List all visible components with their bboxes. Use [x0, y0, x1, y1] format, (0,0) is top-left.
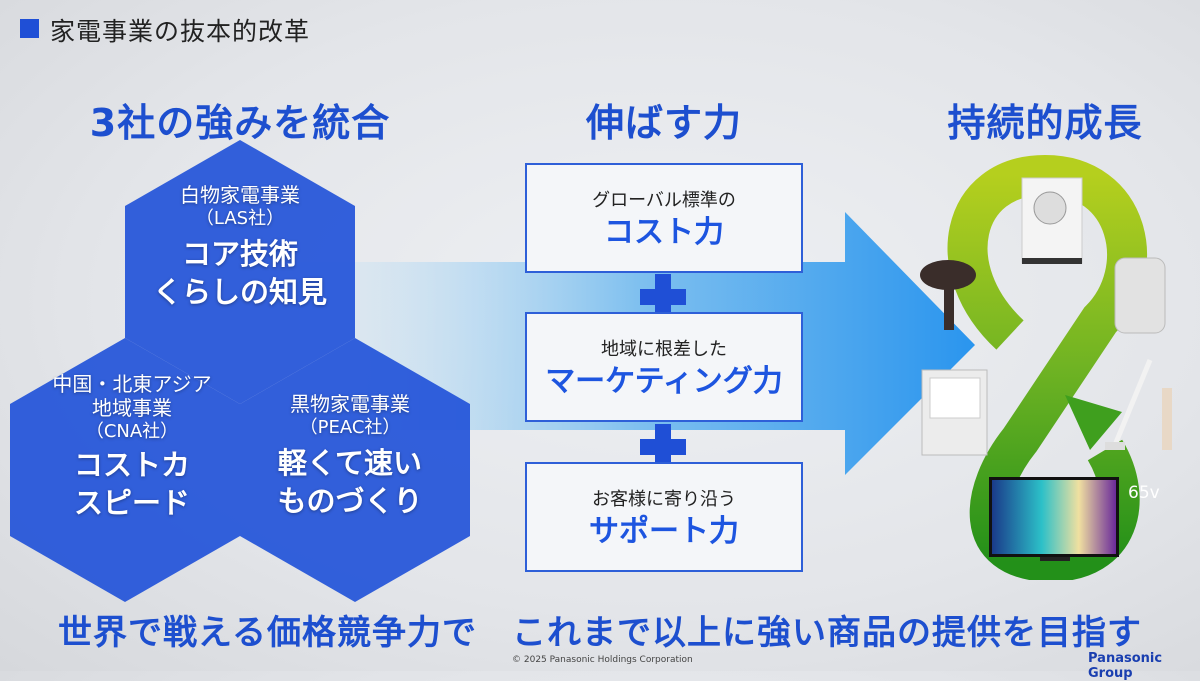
bottom-message: 世界で戦える価格競争力で これまで以上に強い商品の提供を目指す — [58, 613, 1142, 653]
capability-sub: 地域に根差した — [601, 339, 727, 360]
hexagon-las — [125, 140, 355, 404]
strength: コストカ — [73, 448, 191, 482]
washer-icon — [1021, 177, 1083, 264]
loop-arrowhead-icon — [1065, 395, 1122, 450]
fan-icon — [1162, 388, 1172, 450]
tv-icon — [989, 477, 1119, 561]
growth-loop-graphic — [920, 154, 1172, 580]
section-title-strengthen: 伸ばす力 — [585, 101, 743, 145]
capability-sub: お客様に寄り沿う — [592, 489, 736, 510]
strength: くらしの知見 — [152, 275, 328, 309]
division-name: 地域事業 — [91, 396, 172, 420]
capability-box-marketing: 地域に根差した マーケティング力 — [525, 312, 803, 422]
hexagon-peac-text: 黒物家電事業 （PEAC社） 軽くて速い ものづくり — [277, 392, 422, 520]
division-name: 中国・北東アジア — [52, 372, 212, 396]
rice-cooker-icon — [1114, 257, 1166, 334]
hexagon-cna — [10, 338, 240, 602]
plus-icon — [640, 424, 686, 470]
strength: ものづくり — [277, 484, 423, 518]
strength: スピード — [73, 486, 191, 520]
capability-box-cost: グローバル標準の コスト力 — [525, 163, 803, 273]
division-name: 白物家電事業 — [179, 183, 300, 207]
capability-sub: グローバル標準の — [592, 190, 736, 211]
capability-main: マーケティング力 — [545, 364, 783, 399]
section-title-growth: 持続的成長 — [947, 101, 1143, 145]
company-name: （LAS社） — [195, 208, 285, 229]
hexagon-las-text: 白物家電事業 （LAS社） コア技術 くらしの知見 — [153, 183, 327, 311]
copyright: © 2025 Panasonic Holdings Corporation — [512, 655, 693, 665]
section-title-integrate: 3社の強みを統合 — [89, 101, 391, 145]
hexagon-cluster — [10, 140, 470, 602]
stick-vacuum-icon — [1105, 359, 1153, 450]
slide-title: 家電事業の抜本的改革 — [50, 17, 311, 46]
dishwasher-icon — [921, 369, 988, 456]
hexagon-cna-text: 中国・北東アジア 地域事業 （CNA社） コストカ スピード — [52, 372, 211, 522]
brand-logo: Panasonic Group — [1088, 651, 1163, 681]
tv-size-label: 65v — [1128, 483, 1160, 503]
strength: 軽くて速い — [277, 446, 423, 480]
strength: コア技術 — [181, 237, 299, 271]
capability-main: サポート力 — [589, 514, 739, 549]
header-square-icon — [20, 19, 39, 38]
division-name: 黒物家電事業 — [289, 392, 410, 416]
plus-icon — [640, 274, 686, 320]
company-name: （PEAC社） — [299, 417, 401, 438]
company-name: （CNA社） — [85, 421, 179, 442]
capability-main: コスト力 — [604, 215, 724, 250]
capability-box-support: お客様に寄り沿う サポート力 — [525, 462, 803, 572]
hair-dryer-icon — [920, 260, 976, 330]
hexagon-peac — [240, 338, 470, 602]
